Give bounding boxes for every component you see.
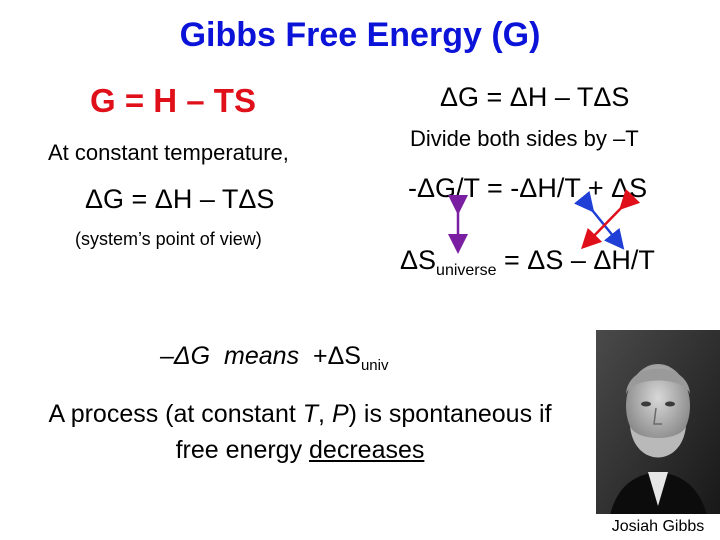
slide-title: Gibbs Free Energy (G) xyxy=(179,16,541,54)
double-arrow-red xyxy=(581,188,641,250)
spontaneity-statement: A process (at constant T, P) is spontane… xyxy=(40,396,560,468)
univ-subscript: univ xyxy=(360,357,389,374)
constant-temperature-text: At constant temperature, xyxy=(48,140,289,165)
portrait-caption: Josiah Gibbs xyxy=(596,514,720,540)
statement-part1: A process (at constant xyxy=(48,400,303,428)
delta-g-equation-right: ΔG = ΔH – TΔS xyxy=(440,82,630,112)
statement-p: P xyxy=(331,400,349,428)
neg-delta-g: –ΔG xyxy=(160,342,211,370)
entropy-universe-equation: ΔSuniverse = ΔS – ΔH/T xyxy=(400,245,655,280)
system-viewpoint-note: (system’s point of view) xyxy=(75,229,262,249)
josiah-gibbs-portrait xyxy=(596,330,720,540)
statement-emphasis: decreases xyxy=(309,436,425,464)
universe-subscript: universe xyxy=(436,262,497,279)
means-word: means xyxy=(224,342,300,370)
delta-g-equation-left: ΔG = ΔH – TΔS xyxy=(85,184,275,214)
gibbs-definition-equation: G = H – TS xyxy=(90,82,256,119)
negative-delta-g-implication: –ΔG means +ΔSuniv xyxy=(160,342,389,374)
statement-part2: ) is spontaneous if free energy xyxy=(175,400,552,464)
universe-prefix: ΔS xyxy=(400,245,437,275)
statement-sep: , xyxy=(318,400,332,428)
universe-suffix: = ΔS – ΔH/T xyxy=(496,245,655,275)
divide-instruction: Divide both sides by –T xyxy=(410,126,639,151)
positive-delta-s: +ΔS xyxy=(312,342,361,370)
statement-t: T xyxy=(302,400,319,428)
